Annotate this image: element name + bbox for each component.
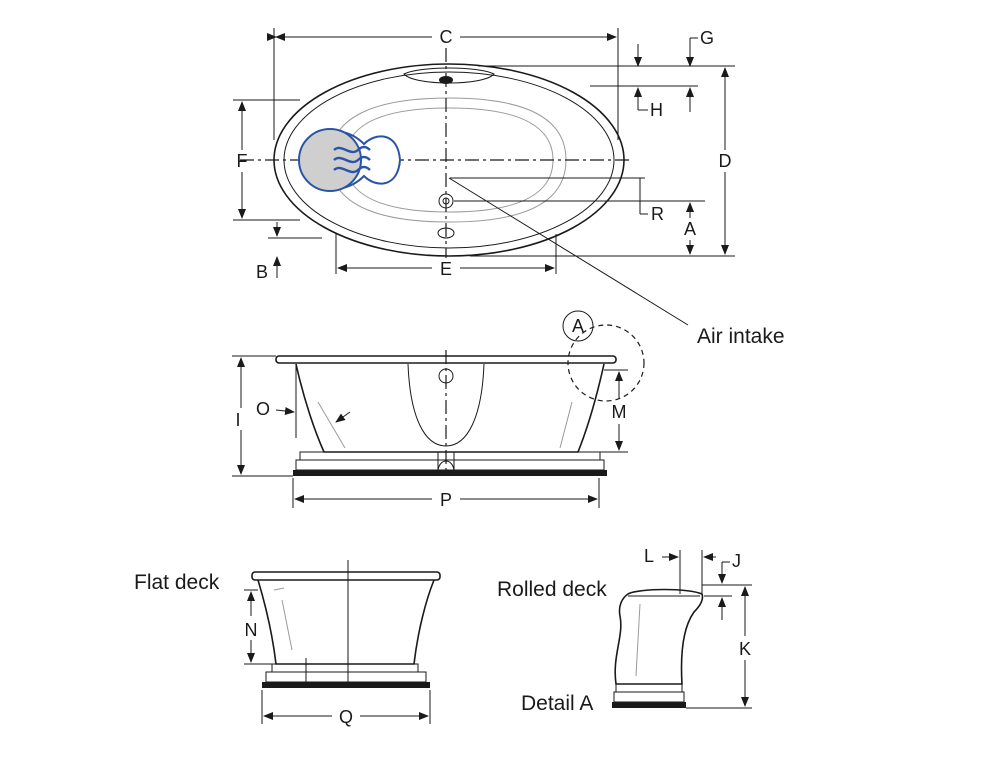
label-p: P [440, 490, 452, 510]
side-body [295, 363, 605, 453]
label-d: D [719, 151, 732, 171]
label-o: O [256, 399, 270, 419]
end-base-step2 [265, 671, 427, 683]
label-q: Q [339, 707, 353, 727]
end-base-foot [262, 682, 430, 688]
caption-rolled-deck: Rolled deck [497, 578, 607, 601]
detail-base-foot [612, 702, 686, 708]
label-c: C [440, 27, 453, 47]
top-view: C D G H R A F [233, 27, 785, 348]
whirlpool-jet-icon [298, 128, 402, 192]
label-h: H [650, 100, 663, 120]
end-body [257, 579, 435, 665]
label-r: R [651, 204, 664, 224]
detail-base-step2 [613, 691, 685, 703]
label-a: A [684, 219, 696, 239]
label-b: B [256, 262, 268, 282]
side-base-step2 [295, 459, 605, 471]
detail-a-rolled-deck: Rolled deck Detail A L J K [497, 546, 752, 715]
label-g: G [700, 28, 714, 48]
dim-o-arrow [275, 407, 295, 415]
label-n: N [245, 620, 258, 640]
caption-detail-a: Detail A [521, 692, 593, 715]
detail-a-callout [567, 324, 645, 402]
end-rim [251, 571, 441, 581]
detail-base-step1 [615, 683, 683, 693]
air-intake-leader [448, 177, 689, 326]
side-view: I O M A P [232, 310, 645, 510]
end-base-step1 [271, 663, 419, 673]
detail-a-bubble [562, 310, 594, 342]
label-k: K [739, 639, 751, 659]
label-j: J [732, 551, 741, 571]
dim-wall-arrow [335, 411, 351, 423]
label-f: F [237, 151, 248, 171]
label-l: L [644, 546, 654, 566]
overflow-housing [403, 67, 495, 84]
detail-profile [614, 588, 704, 685]
caption-air-intake: Air intake [697, 325, 785, 348]
label-m: M [612, 402, 627, 422]
label-i: I [235, 410, 240, 430]
label-e: E [440, 259, 452, 279]
caption-flat-deck: Flat deck [134, 571, 220, 594]
side-base-step1 [299, 451, 601, 461]
side-base-foot [293, 470, 607, 476]
label-detail-circle: A [572, 316, 584, 336]
end-view-flat-deck: Flat deck N Q [134, 560, 441, 727]
